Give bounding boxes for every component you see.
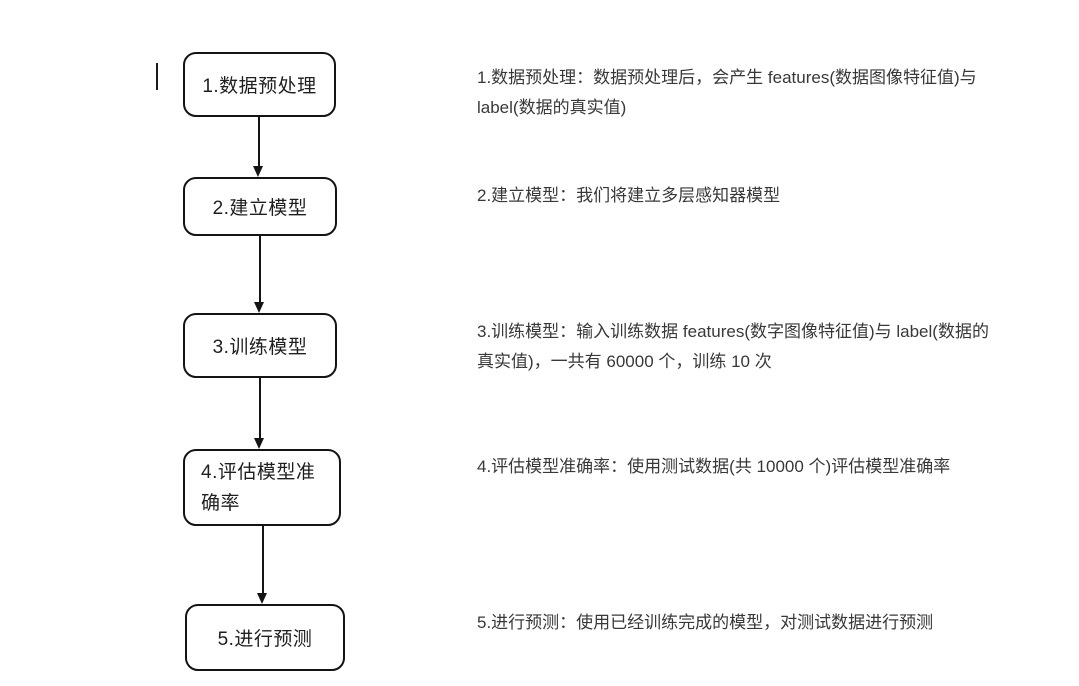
flow-box-train-model[interactable]: 3.训练模型 <box>183 313 337 378</box>
step-description-5: 5.进行预测：使用已经训练完成的模型，对测试数据进行预测 <box>477 613 934 632</box>
flow-box-predict[interactable]: 5.进行预测 <box>185 604 345 671</box>
arrow-shaft <box>258 117 260 168</box>
flow-box-label: 2.建立模型 <box>212 198 308 219</box>
arrow-head-icon <box>253 166 263 177</box>
connector-arrow-2[interactable] <box>254 236 265 313</box>
arrow-head-icon <box>257 593 267 604</box>
step-description-3: 3.训练模型：输入训练数据 features(数字图像特征值)与 label(数… <box>477 322 989 371</box>
arrow-shaft <box>259 236 261 304</box>
arrow-head-icon <box>254 302 264 313</box>
flow-box-label: 4.评估模型准 确率 <box>201 461 316 514</box>
connector-arrow-1[interactable] <box>253 117 264 177</box>
arrow-head-icon <box>254 438 264 449</box>
step-description-1: 1.数据预处理：数据预处理后，会产生 features(数据图像特征值)与 la… <box>477 68 977 117</box>
flow-box-evaluate-accuracy[interactable]: 4.评估模型准 确率 <box>183 449 341 526</box>
connector-arrow-4[interactable] <box>257 526 268 604</box>
arrow-shaft <box>259 378 261 440</box>
flow-box-label: 3.训练模型 <box>212 337 308 358</box>
text-cursor <box>156 63 158 90</box>
flow-box-label: 5.进行预测 <box>217 629 313 650</box>
flow-box-data-preprocessing[interactable]: 1.数据预处理 <box>183 52 336 117</box>
arrow-shaft <box>262 526 264 595</box>
flow-box-label: 1.数据预处理 <box>202 76 317 97</box>
flow-box-build-model[interactable]: 2.建立模型 <box>183 177 337 236</box>
connector-arrow-3[interactable] <box>254 378 265 449</box>
step-description-4: 4.评估模型准确率：使用测试数据(共 10000 个)评估模型准确率 <box>477 457 951 476</box>
step-description-2: 2.建立模型：我们将建立多层感知器模型 <box>477 186 781 205</box>
